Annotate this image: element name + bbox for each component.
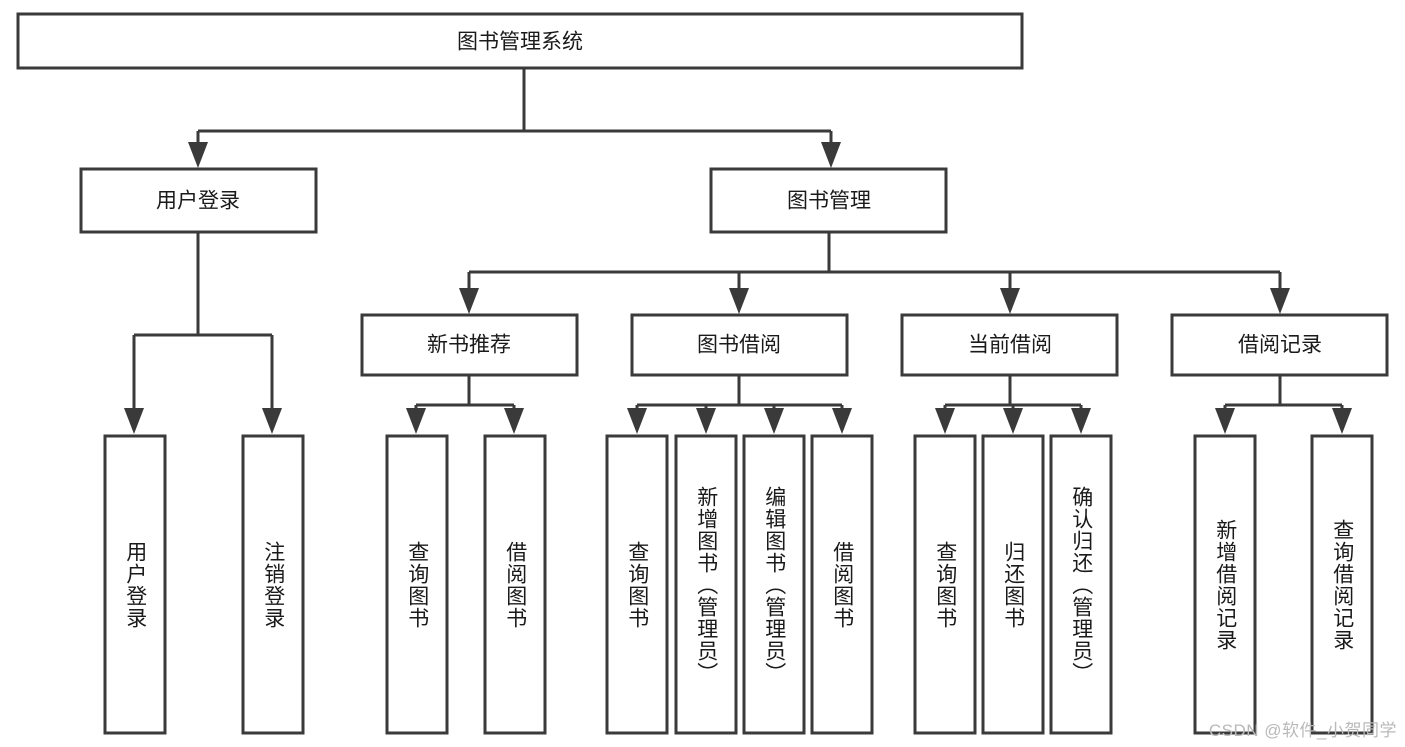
leaf-box-user-login[interactable] [103, 434, 167, 735]
leaf-box-borrow-lend[interactable] [810, 434, 874, 735]
arrow-head-newbook [459, 288, 479, 314]
node-root-label: 图书管理系统 [457, 31, 583, 54]
leaf-box-borrow-edit[interactable] [742, 434, 806, 735]
arrow-head-leaf-logout [262, 408, 282, 434]
leaf-box-current-confirm[interactable] [1049, 434, 1113, 735]
arrow-head-userlogin [188, 142, 208, 168]
csdn-watermark: CSDN @软件_小贺同学 [1208, 721, 1397, 740]
arrow-head-current-leaf-3 [1071, 408, 1091, 434]
arrow-head-current-leaf-1 [935, 408, 955, 434]
arrow-head-borrow [729, 288, 749, 314]
node-new-book-box[interactable] [360, 313, 579, 377]
arrow-head-current [1000, 288, 1020, 314]
node-book-borrow-label: 图书借阅 [697, 334, 781, 357]
arrow-head-newbook-leaf-1 [406, 408, 426, 434]
arrow-head-record-leaf-1 [1215, 408, 1235, 434]
node-current-borrow-box[interactable] [900, 313, 1119, 377]
arrow-head-borrow-leaf-3 [764, 408, 784, 434]
arrow-head-record-leaf-2 [1332, 408, 1352, 434]
arrow-head-newbook-leaf-2 [504, 408, 524, 434]
node-new-book-label: 新书推荐 [427, 334, 511, 357]
node-book-management-box[interactable] [709, 167, 948, 234]
arrow-head-borrow-leaf-2 [696, 408, 716, 434]
node-current-borrow-label: 当前借阅 [968, 334, 1052, 357]
leaf-box-newbook-query[interactable] [385, 434, 449, 735]
node-root-box[interactable] [16, 12, 1024, 70]
leaf-box-borrow-query[interactable] [605, 434, 669, 735]
leaf-box-current-return[interactable] [981, 434, 1045, 735]
arrow-head-bookmgmt [821, 142, 841, 168]
node-book-management-label: 图书管理 [787, 190, 871, 213]
node-user-login-label: 用户登录 [156, 190, 240, 213]
leaf-box-record-query[interactable] [1310, 434, 1374, 735]
leaf-box-current-query[interactable] [913, 434, 977, 735]
leaf-box-newbook-borrow[interactable] [483, 434, 547, 735]
arrow-head-record [1270, 288, 1290, 314]
node-borrow-record-label: 借阅记录 [1238, 334, 1322, 357]
leaf-box-borrow-add[interactable] [674, 434, 738, 735]
leaf-box-logout[interactable] [241, 434, 305, 735]
arrow-head-current-leaf-2 [1003, 408, 1023, 434]
leaf-box-record-add[interactable] [1193, 434, 1257, 735]
arrow-head-borrow-leaf-4 [832, 408, 852, 434]
arrow-head-borrow-leaf-1 [627, 408, 647, 434]
node-borrow-record-box[interactable] [1170, 313, 1389, 377]
node-book-borrow-box[interactable] [630, 313, 849, 377]
arrow-head-leaf-user-login [124, 408, 144, 434]
